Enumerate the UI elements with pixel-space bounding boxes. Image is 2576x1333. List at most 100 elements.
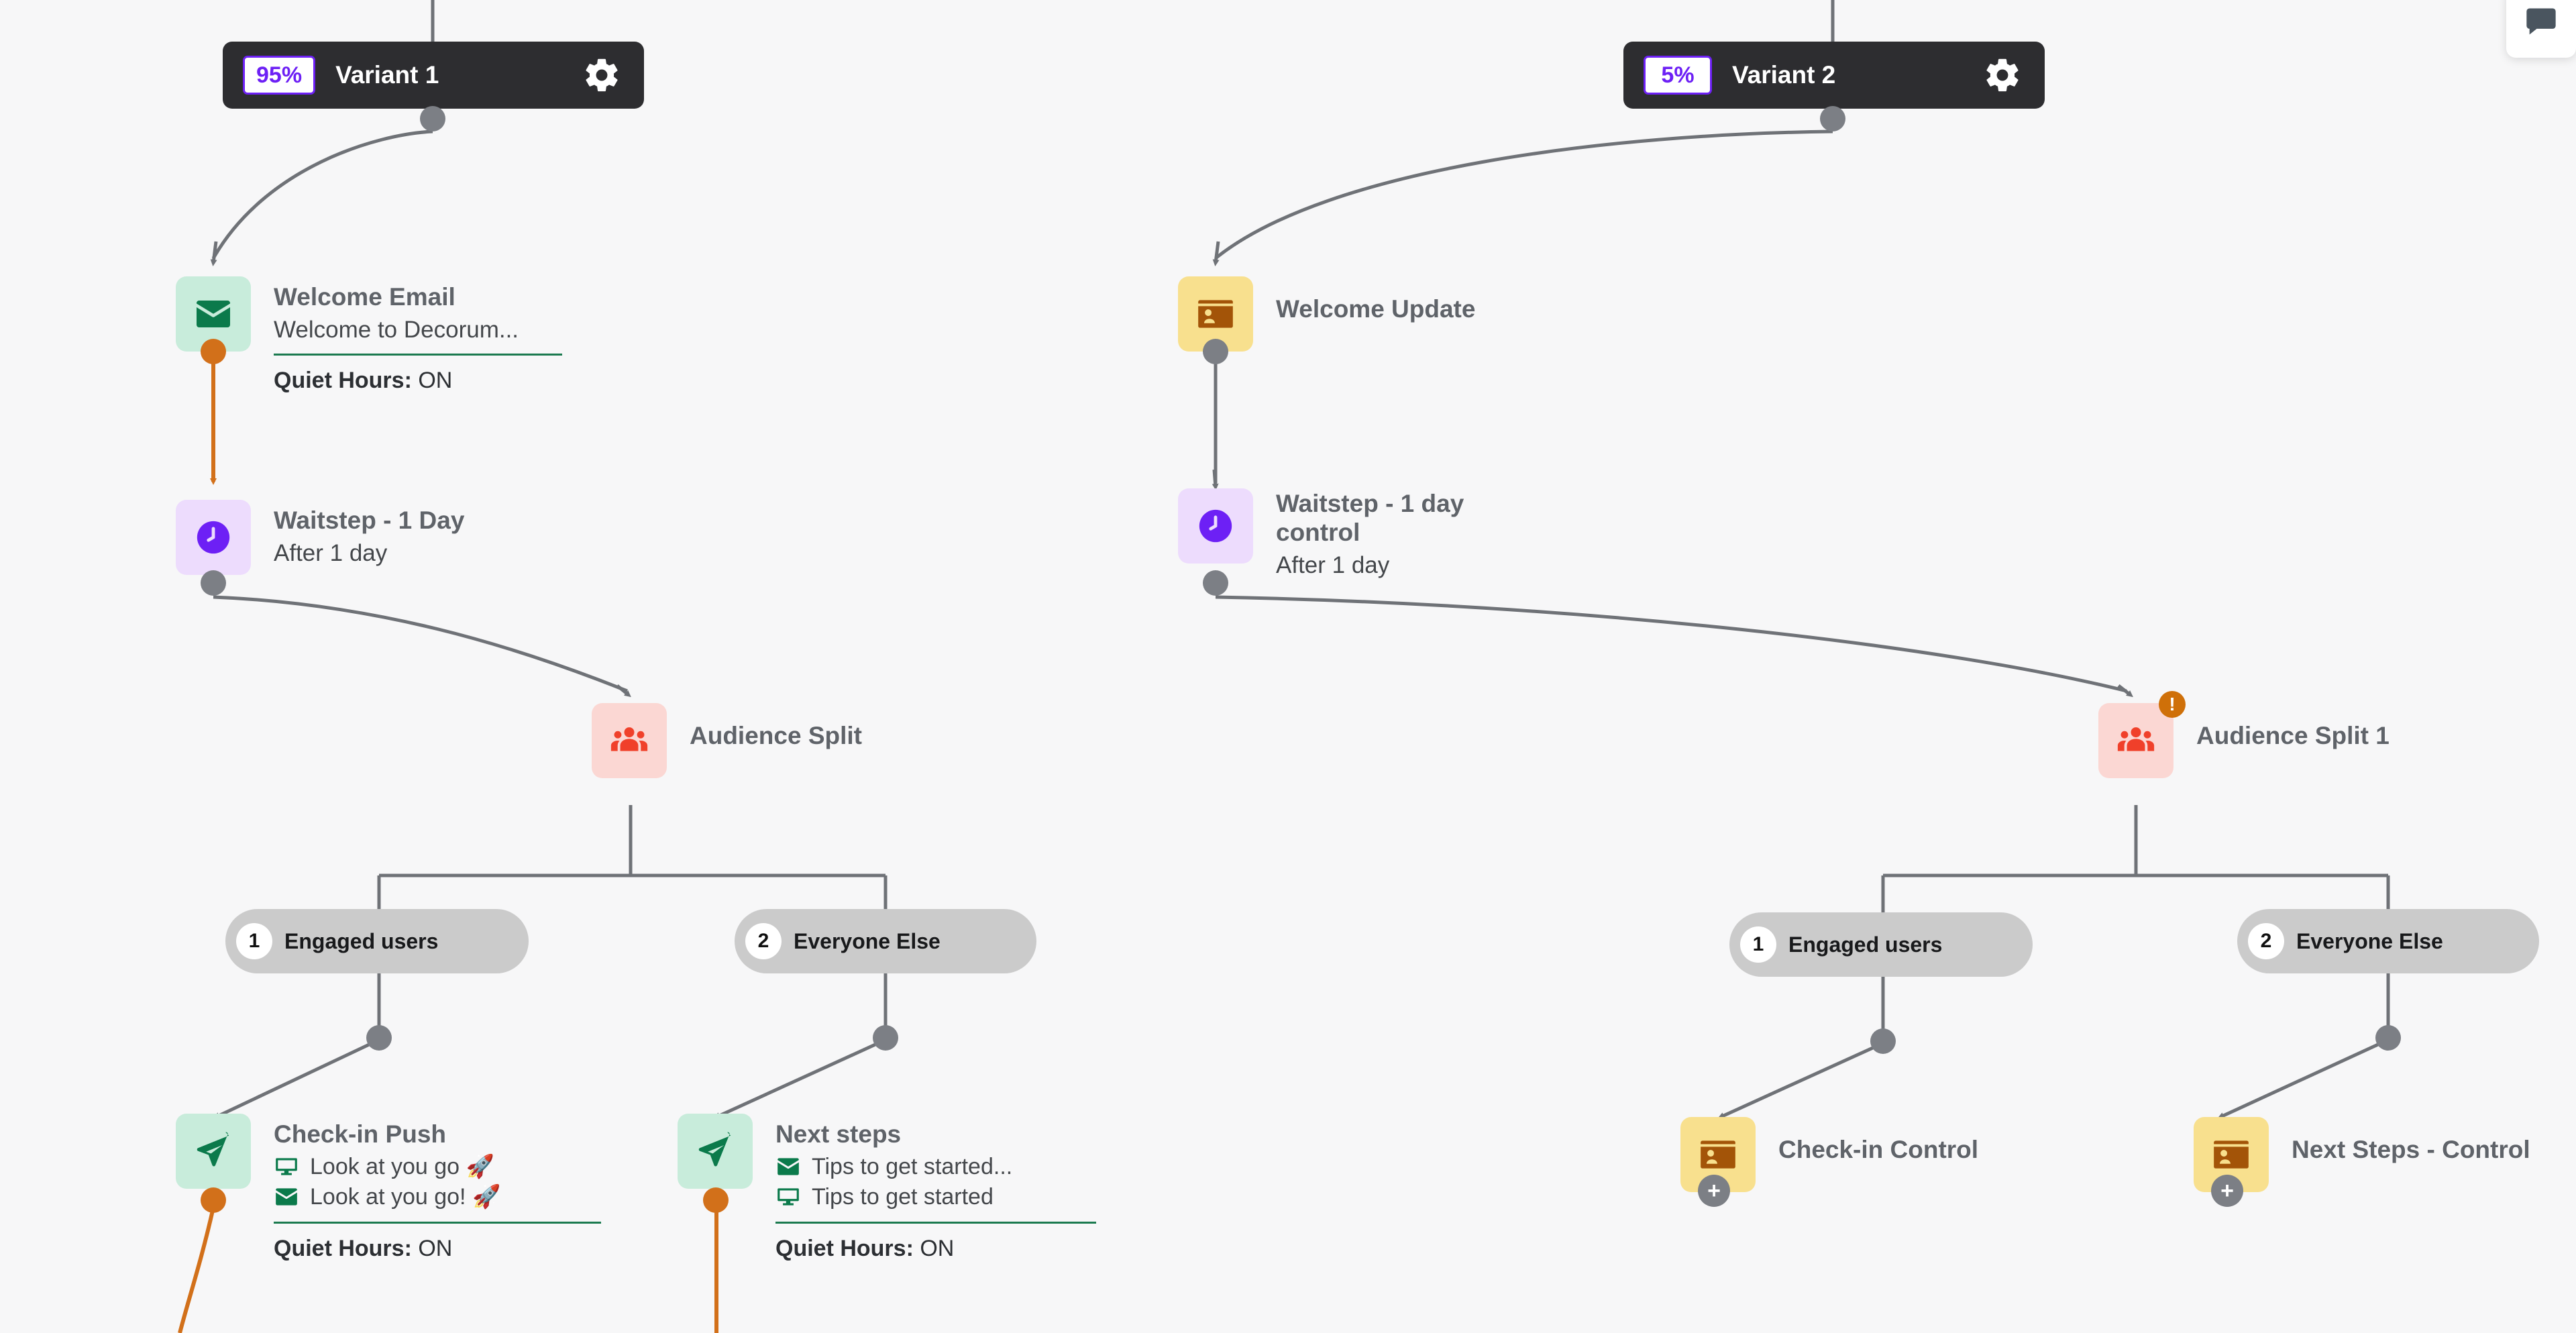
variant-2-percent[interactable]: 5% <box>1644 56 1712 95</box>
clock-icon <box>176 500 251 575</box>
branch-number: 2 <box>2248 923 2284 959</box>
add-step-button[interactable]: + <box>2211 1175 2243 1207</box>
edge-variant2-to-welcome-update <box>1214 129 1833 260</box>
arrowhead-audience-split-1 <box>2117 684 2133 698</box>
branch-label: Engaged users <box>1788 932 1943 957</box>
in-app-desktop-icon <box>274 1154 299 1179</box>
message-text: Look at you go 🚀 <box>310 1153 494 1179</box>
chat-message-icon <box>2524 4 2559 42</box>
node-title: Waitstep - 1 Day <box>274 506 465 534</box>
variant-1-bar[interactable]: 95% Variant 1 <box>223 42 644 109</box>
message-text: Tips to get started <box>812 1183 994 1210</box>
variant-2-output-handle[interactable] <box>1820 106 1845 131</box>
quiet-hours-label: Quiet Hours: <box>274 1235 412 1261</box>
node-title: Audience Split <box>690 722 862 749</box>
node-waitstep-1-day-control[interactable]: Waitstep - 1 day control After 1 day <box>1178 488 1517 580</box>
clock-icon <box>1178 488 1253 564</box>
node-title: Welcome Email <box>274 283 455 311</box>
node-divider <box>274 353 562 356</box>
message-row: Tips to get started <box>775 1182 1096 1212</box>
edge-to-next-steps-control <box>2217 1038 2390 1119</box>
node-subtitle: After 1 day <box>274 539 388 566</box>
variant-2-bar[interactable]: 5% Variant 2 <box>1623 42 2045 109</box>
node-audience-split[interactable]: Audience Split <box>592 703 862 778</box>
node-title: Audience Split 1 <box>2196 722 2390 749</box>
quiet-hours-status: Quiet Hours: ON <box>775 1236 1096 1262</box>
quiet-hours-value: ON <box>418 1235 453 1261</box>
node-subtitle: Welcome to Decorum... <box>274 316 519 343</box>
branch-number: 1 <box>1740 926 1776 963</box>
gear-icon[interactable] <box>582 56 621 95</box>
branch-right-1-output-handle[interactable] <box>1870 1028 1896 1054</box>
node-divider <box>775 1221 1096 1224</box>
message-text: Look at you go! 🚀 <box>310 1183 501 1210</box>
branch-label: Everyone Else <box>794 928 941 953</box>
next-steps-output-handle[interactable] <box>703 1187 729 1213</box>
edge-waitstep-control-to-audience-split-1 <box>1215 595 2127 693</box>
arrowhead-welcome-update <box>1212 241 1220 266</box>
node-waitstep-1-day[interactable]: Waitstep - 1 Day After 1 day <box>176 500 464 575</box>
node-title: Check-in Control <box>1778 1136 1979 1163</box>
message-list: Look at you go 🚀 Look at you go! 🚀 <box>274 1152 601 1212</box>
message-row: Tips to get started... <box>775 1152 1096 1182</box>
audience-group-icon <box>592 703 667 778</box>
edge-to-next-steps <box>713 1038 887 1119</box>
message-row: Look at you go! 🚀 <box>274 1182 601 1212</box>
node-title: Next Steps - Control <box>2292 1136 2530 1163</box>
quiet-hours-label: Quiet Hours: <box>274 367 412 393</box>
branch-label: Engaged users <box>284 928 439 953</box>
contact-card-icon: + <box>2194 1117 2269 1207</box>
push-send-icon <box>678 1114 753 1189</box>
node-title: Next steps <box>775 1120 902 1148</box>
arrowhead-waitstep-control <box>1212 469 1219 490</box>
edge-variant1-to-welcome-email <box>211 129 433 260</box>
edge-waitstep-to-audience-split <box>213 595 628 693</box>
check-in-push-output-handle[interactable] <box>201 1187 226 1213</box>
node-subtitle: After 1 day <box>1276 551 1390 578</box>
waitstep-control-output-handle[interactable] <box>1203 570 1228 596</box>
node-divider <box>274 1221 601 1224</box>
add-step-button[interactable]: + <box>1698 1175 1730 1207</box>
chat-widget-button[interactable] <box>2506 0 2576 58</box>
node-next-steps[interactable]: Next steps Tips to get started... <box>678 1114 1096 1262</box>
welcome-update-output-handle[interactable] <box>1203 339 1228 364</box>
arrowhead-welcome-email <box>210 241 218 266</box>
warning-badge[interactable]: ! <box>2159 691 2186 718</box>
message-list: Tips to get started... Tips to get start… <box>775 1152 1096 1212</box>
quiet-hours-value: ON <box>418 367 453 393</box>
node-check-in-control[interactable]: + Check-in Control <box>1680 1117 1979 1207</box>
node-welcome-email[interactable]: Welcome Email Welcome to Decorum... Quie… <box>176 276 562 394</box>
branch-pill-everyone-else-right[interactable]: 2 Everyone Else <box>2237 909 2539 973</box>
branch-pill-engaged-users-right[interactable]: 1 Engaged users <box>1729 912 2033 977</box>
branch-left-1-output-handle[interactable] <box>366 1025 392 1051</box>
node-check-in-push[interactable]: Check-in Push Look at you go 🚀 <box>176 1114 601 1262</box>
node-next-steps-control[interactable]: + Next Steps - Control <box>2194 1117 2530 1207</box>
branch-number: 1 <box>236 923 272 959</box>
quiet-hours-status: Quiet Hours: ON <box>274 1236 601 1262</box>
node-title: Welcome Update <box>1276 295 1476 323</box>
message-row: Look at you go 🚀 <box>274 1152 601 1182</box>
waitstep-1-day-output-handle[interactable] <box>201 570 226 596</box>
node-audience-split-1[interactable]: ! Audience Split 1 <box>2098 691 2390 778</box>
variant-1-percent[interactable]: 95% <box>243 56 316 95</box>
quiet-hours-value: ON <box>920 1235 955 1261</box>
in-app-desktop-icon <box>775 1184 801 1210</box>
branch-pill-everyone-else-left[interactable]: 2 Everyone Else <box>735 909 1036 973</box>
welcome-email-output-handle[interactable] <box>201 339 226 364</box>
push-send-icon <box>176 1114 251 1189</box>
node-title: Check-in Push <box>274 1120 446 1148</box>
email-envelope-icon <box>274 1184 299 1210</box>
message-text: Tips to get started... <box>812 1153 1013 1179</box>
branch-right-2-output-handle[interactable] <box>2375 1025 2401 1051</box>
quiet-hours-label: Quiet Hours: <box>775 1235 914 1261</box>
branch-left-2-output-handle[interactable] <box>873 1025 898 1051</box>
variant-1-output-handle[interactable] <box>420 106 445 131</box>
variant-1-name: Variant 1 <box>335 61 439 89</box>
quiet-hours-status: Quiet Hours: ON <box>274 368 562 394</box>
gear-icon[interactable] <box>1983 56 2022 95</box>
branch-number: 2 <box>745 923 782 959</box>
branch-pill-engaged-users-left[interactable]: 1 Engaged users <box>225 909 529 973</box>
email-envelope-icon <box>775 1154 801 1179</box>
arrowhead-audience-split <box>616 684 631 698</box>
